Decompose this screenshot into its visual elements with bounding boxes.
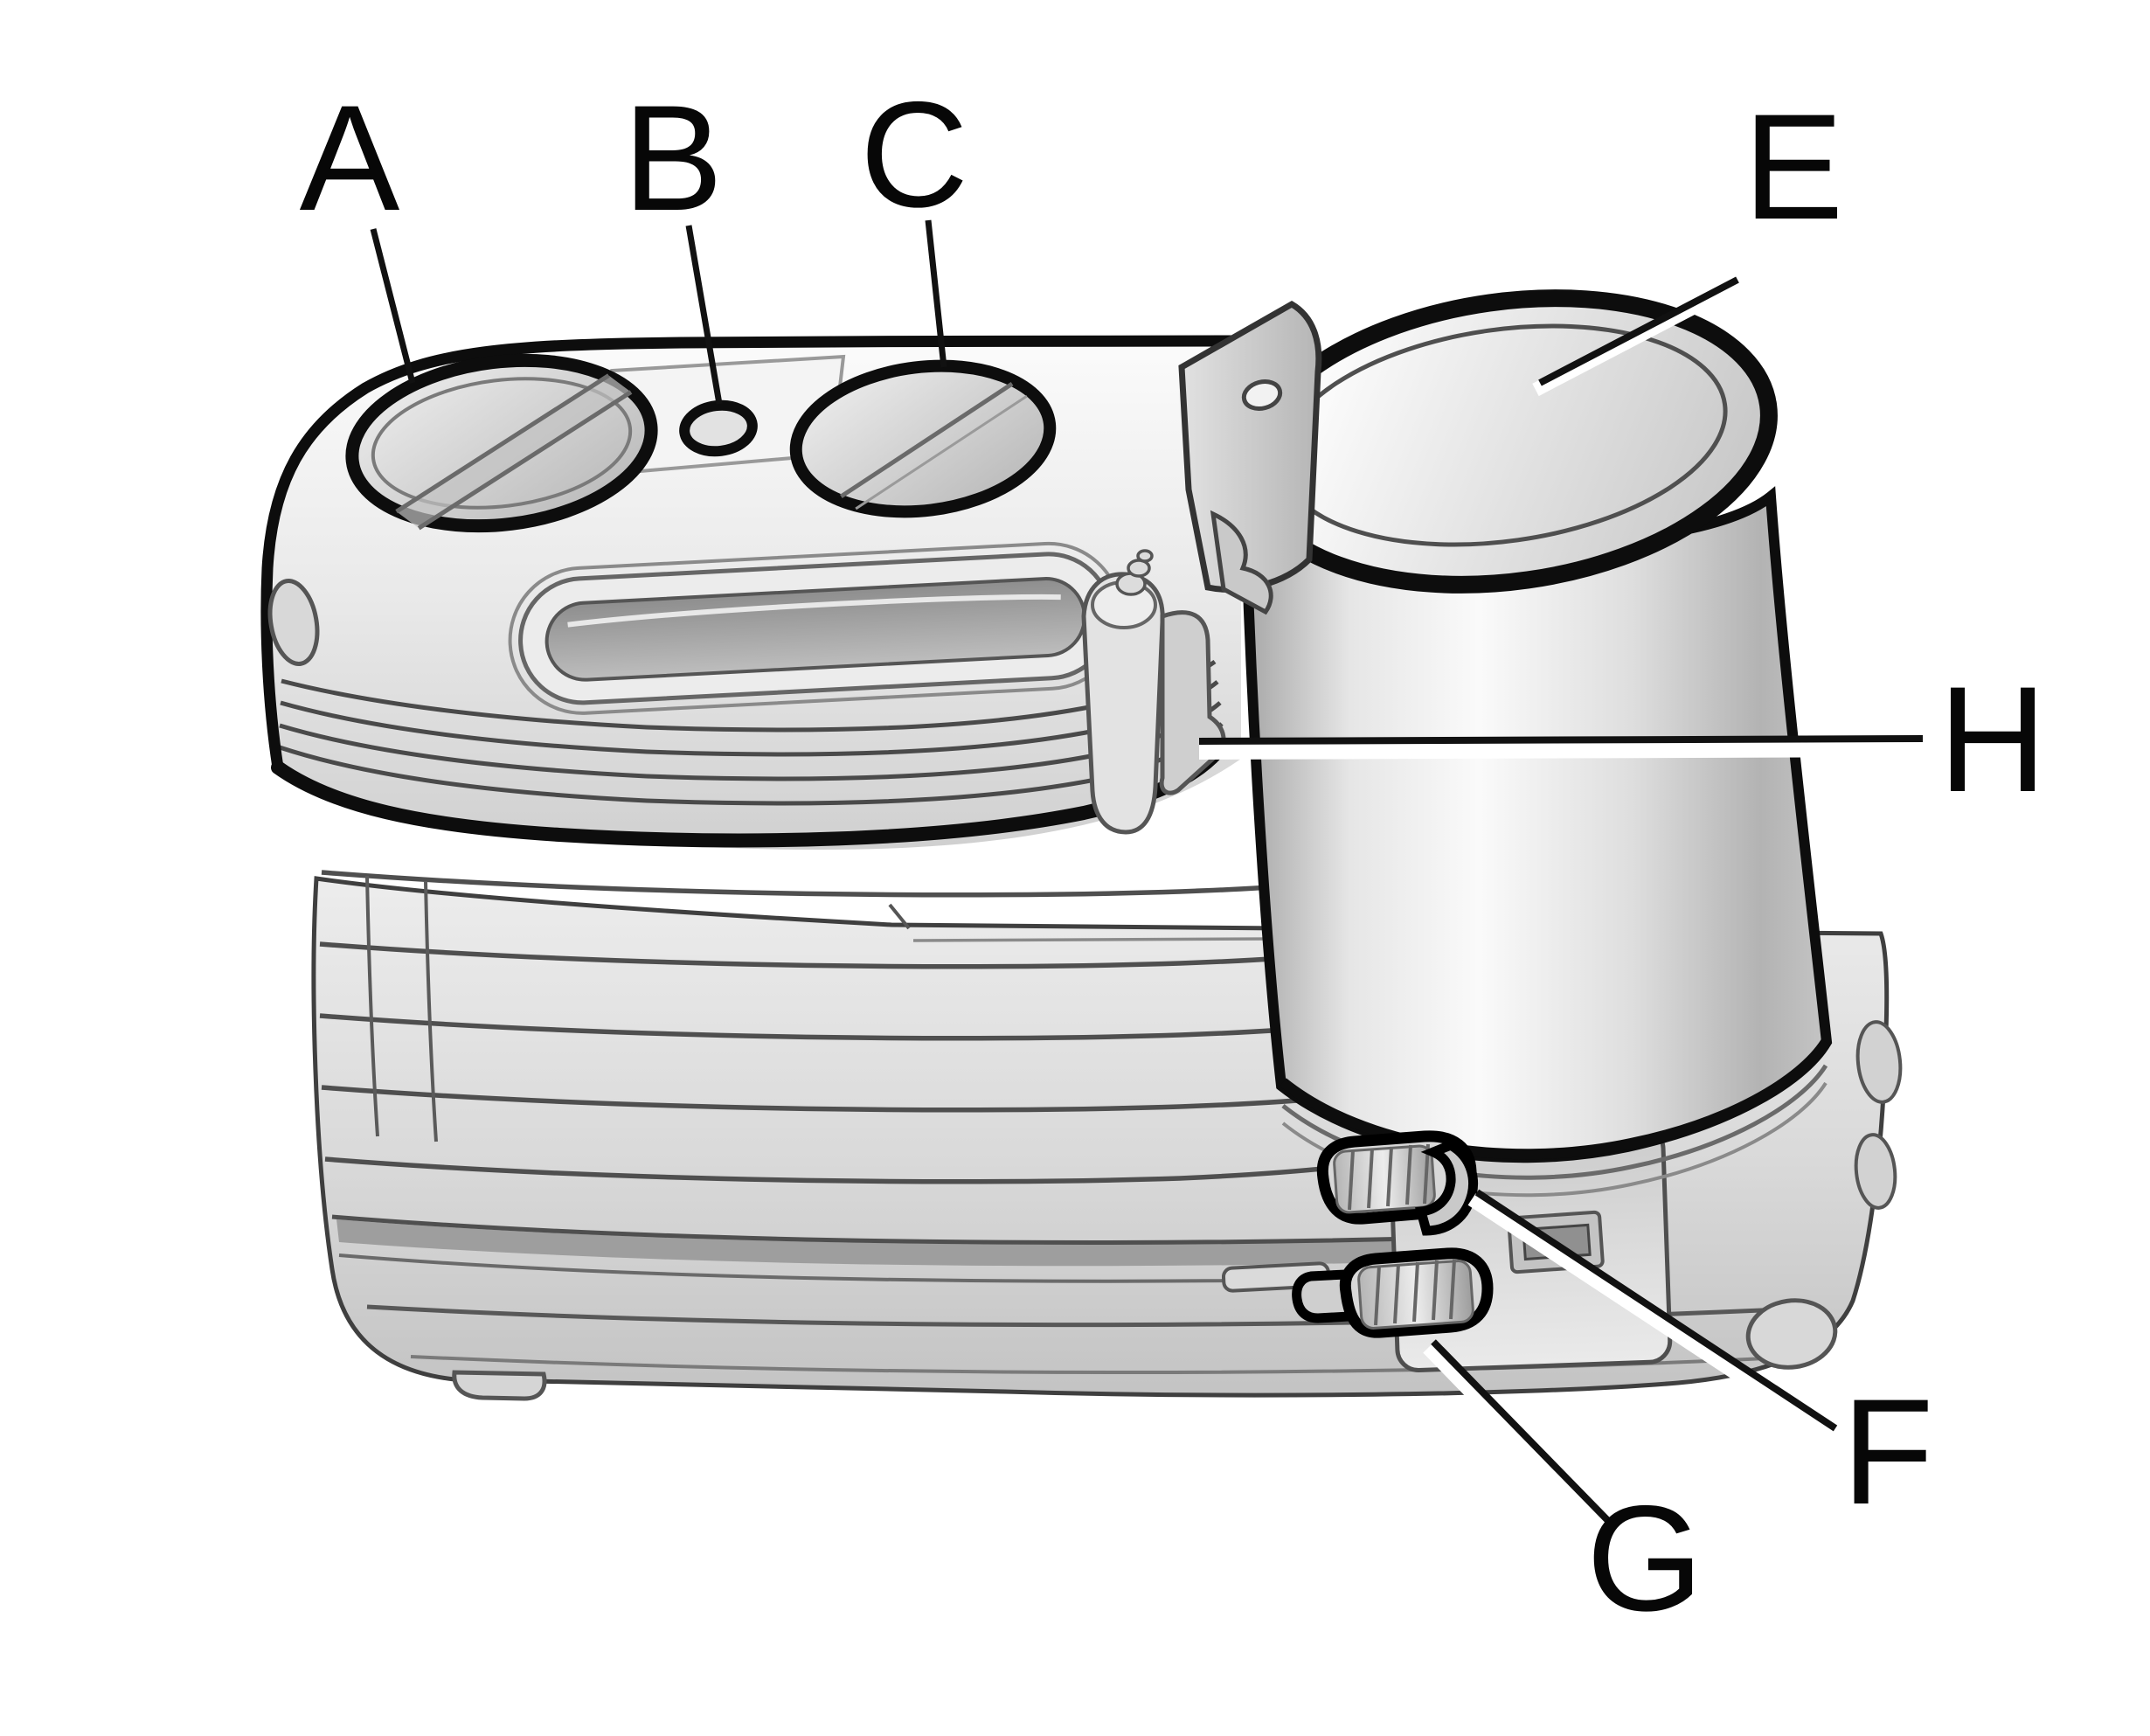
valve-knob-g [1292,1247,1494,1338]
selector-cap-a [345,353,658,533]
bracket-hole [1241,379,1283,411]
knob-f-knurling [1348,1143,1430,1211]
leader-e-halo [1532,280,1737,397]
leader-h-halo [1198,738,1924,760]
knob-g-stub [1292,1269,1355,1323]
leader-lines [370,219,1924,1540]
knob-g-knurling [1374,1259,1456,1326]
leader-c [925,219,947,368]
sealant-canister [1238,289,1833,1198]
leader-f-halo [1467,1193,1834,1441]
housing-outline [260,335,1266,774]
valve-knob-f [1316,1130,1478,1236]
callout-letter-e: E [1744,83,1844,251]
callout-letter-c: C [860,71,968,239]
knob-f-arm [1415,1139,1478,1236]
corner-pad [1745,1298,1838,1370]
leader-g-halo [1423,1343,1615,1540]
body-top-lip-line [912,937,1275,942]
side-bump-upper [1855,1020,1903,1104]
leader-e [1538,276,1739,386]
leader-a [370,228,416,384]
valve-knobs [1292,1130,1494,1338]
button-b [679,399,758,457]
leader-b [685,225,723,405]
leader-h [1198,735,1924,745]
side-bump-lower [1854,1133,1897,1210]
bracket-latch [1210,510,1273,615]
leader-f [1474,1189,1838,1432]
handle-slot [508,541,1123,715]
body-corner-creases [365,875,438,1142]
callout-letters: A B C E H F G [300,71,2047,1642]
leader-g [1431,1339,1618,1531]
base-groove [336,1219,1652,1267]
callout-letter-b: B [623,74,724,242]
callout-letter-g: G [1586,1475,1703,1642]
canister-bottom-edge [1280,1038,1831,1160]
housing-side-dimple [267,579,320,666]
selector-cap-c [789,359,1057,518]
callout-letter-a: A [300,74,400,242]
body-step-left [888,903,911,930]
base-foot [452,1370,547,1401]
handle-slot-highlight [567,594,1061,628]
callout-letter-h: H [1938,656,2047,823]
compressor-upper-housing [260,335,1319,850]
callout-letter-f: F [1841,1368,1933,1536]
nozzle-screw-tip [1115,549,1154,596]
canister-bracket [1178,300,1322,615]
